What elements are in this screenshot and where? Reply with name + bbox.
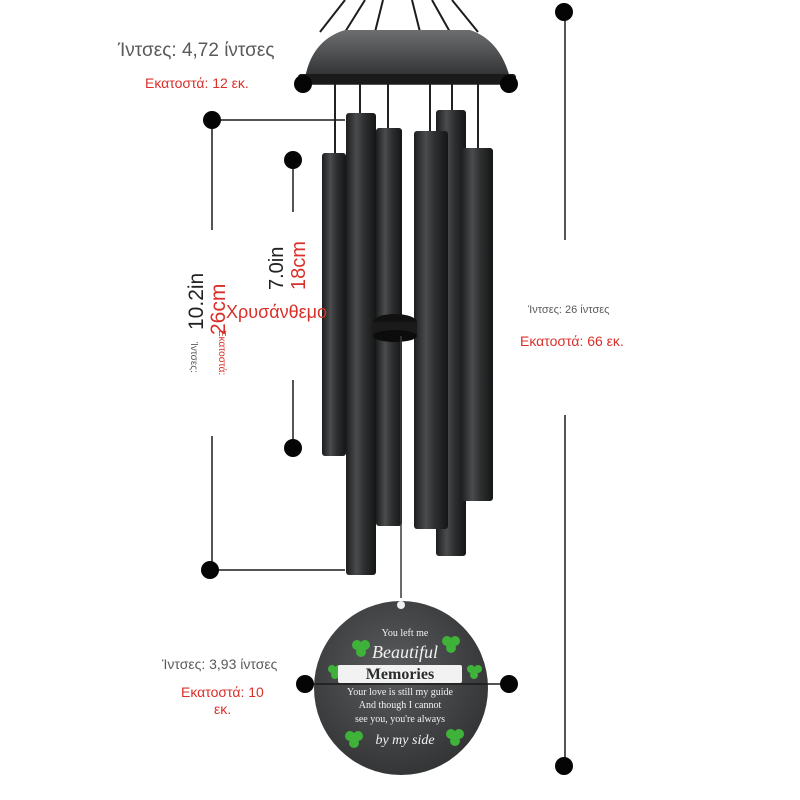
memorial-plaque: You left me Beautiful Memories Your love…: [314, 601, 488, 775]
chime-tube-1: [322, 153, 346, 456]
plaque-line-3: Memories: [366, 666, 434, 683]
striker-disc: [373, 314, 417, 342]
plaque-line-2: Beautiful: [372, 642, 438, 662]
plaque-diameter-inches-label: Ίντσες: 3,93 ίντσες: [162, 656, 278, 672]
endpoint-dot: [555, 757, 573, 775]
plaque-diameter-cm-label-2: εκ.: [214, 701, 232, 717]
top-width-inches-label: Ίντσες: 4,72 ίντσες: [118, 40, 275, 61]
top-width-cm-label: Εκατοστά: 12 εκ.: [145, 75, 249, 91]
top-cap: [298, 30, 516, 84]
endpoint-dot: [284, 439, 302, 457]
plaque-line-5: And though I cannot: [359, 700, 442, 711]
endpoint-dot: [294, 75, 312, 93]
endpoint-dot: [500, 75, 518, 93]
endpoint-dot: [201, 561, 219, 579]
product-name-label: Χρυσάνθεμο: [226, 302, 328, 322]
plaque-line-7: by my side: [375, 733, 434, 748]
total-height-cm-label: Εκατοστά: 66 εκ.: [520, 333, 624, 349]
long-tube-inches-label: 10.2in: [185, 272, 208, 330]
total-height-inches-label: Ίντσες: 26 ίντσες: [528, 304, 610, 316]
plaque-diameter-cm-label-1: Εκατοστά: 10: [181, 684, 264, 700]
plaque-line-1: You left me: [382, 628, 429, 639]
long-tube-inches-small-label: Ίντσες:: [188, 342, 199, 373]
short-tube-inches-label: 7.0in: [266, 246, 288, 290]
endpoint-dot: [284, 151, 302, 169]
chime-tube-2: [346, 113, 376, 575]
chime-tube-6: [461, 148, 493, 501]
measurement-lines: [210, 12, 566, 766]
endpoint-dot: [555, 3, 573, 21]
chime-tubes: [322, 110, 493, 575]
chime-tube-5: [414, 131, 448, 529]
plaque-line-4: Your love is still my guide: [347, 687, 453, 698]
hanging-strings: [319, 0, 479, 33]
clover-icon: [328, 636, 482, 748]
long-tube-cm-small-label: Εκατοστά:: [216, 330, 227, 376]
plaque-line-6: see you, you're always: [355, 714, 445, 725]
endpoint-dot: [203, 111, 221, 129]
endpoint-dot: [296, 675, 314, 693]
short-tube-cm-label: 18cm: [288, 241, 310, 290]
endpoint-dot: [500, 675, 518, 693]
